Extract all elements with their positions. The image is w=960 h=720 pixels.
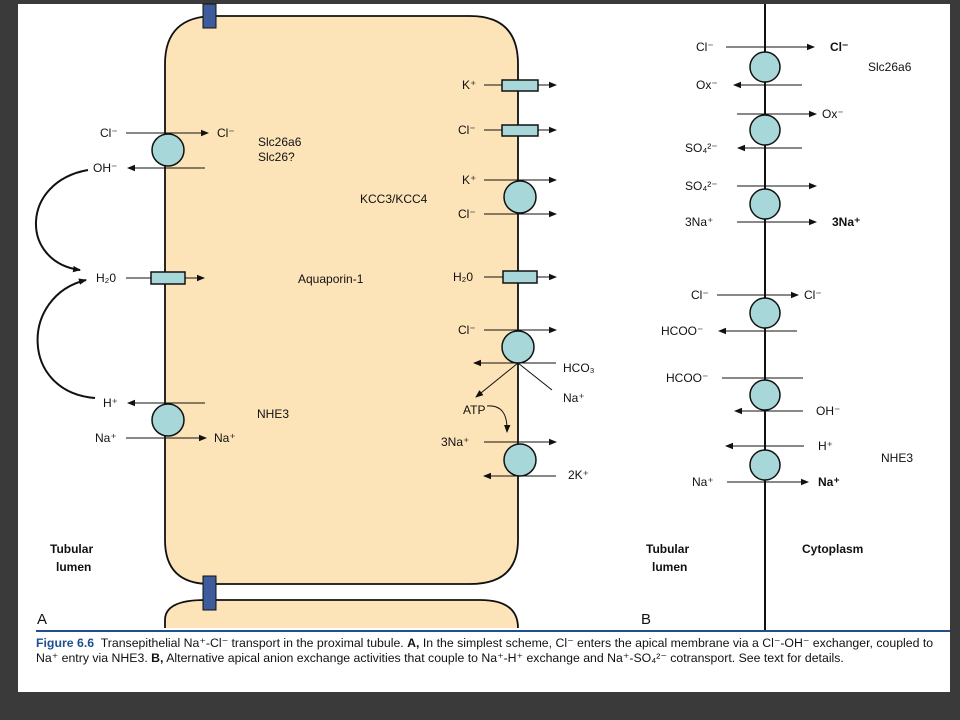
na-so4-cotransporter — [749, 188, 781, 220]
ox-so4-exchanger — [749, 114, 781, 146]
label-cl-channel: Cl⁻ — [458, 123, 476, 137]
label-b-so4-1: SO₄²⁻ — [685, 141, 718, 155]
label-tubular-b: Tubular — [646, 542, 689, 556]
formate-oh-exchanger — [749, 379, 781, 411]
label-slc26a6: Slc26a6 — [258, 135, 302, 149]
apical-exchanger-slc26a6 — [151, 133, 185, 167]
label-h: H⁺ — [103, 396, 118, 410]
label-cl-exchanger: Cl⁻ — [458, 323, 476, 337]
label-k-channel: K⁺ — [462, 78, 476, 92]
figure-caption: Figure 6.6 Transepithelial Na⁺-Cl⁻ trans… — [36, 636, 948, 666]
panel-letter-b: B — [641, 611, 651, 628]
label-b-na-out: Na⁺ — [818, 475, 840, 489]
label-atp: ATP — [463, 403, 485, 417]
label-h2o-basolateral: H₂0 — [453, 270, 473, 284]
label-nhe3: NHE3 — [257, 407, 289, 421]
kcc-cotransporter — [503, 180, 537, 214]
aquaporin-apical — [150, 271, 186, 285]
label-b-ox2: Ox⁻ — [822, 107, 844, 121]
label-b-hcoo1: HCOO⁻ — [661, 324, 703, 338]
label-b-ox1: Ox⁻ — [696, 78, 718, 92]
panel-a: Cl⁻ Cl⁻ OH⁻ Slc26a6 Slc26? H₂0 Aquaporin… — [35, 3, 595, 629]
label-slc26: Slc26? — [258, 150, 295, 164]
label-na-exchanger: Na⁺ — [563, 391, 585, 405]
label-oh: OH⁻ — [93, 161, 117, 175]
tight-junction-top — [202, 3, 217, 29]
caption-text-3: Alternative apical anion exchange activi… — [166, 651, 844, 665]
caption-figure-label: Figure 6.6 — [36, 636, 95, 650]
label-aquaporin: Aquaporin-1 — [298, 272, 364, 286]
label-b-cl1: Cl⁻ — [696, 40, 714, 54]
label-3na: 3Na⁺ — [441, 435, 469, 449]
cl-channel — [501, 124, 539, 137]
label-b-3na-in: 3Na⁺ — [685, 215, 713, 229]
label-cl-cell: Cl⁻ — [217, 126, 235, 140]
label-tubular-a: Tubular — [50, 542, 93, 556]
label-cl-lumen: Cl⁻ — [100, 126, 118, 140]
label-b-cl1-out: Cl⁻ — [830, 40, 848, 54]
panel-letter-a: A — [37, 611, 47, 628]
label-b-cl2-out: Cl⁻ — [804, 288, 822, 302]
label-na-lumen: Na⁺ — [95, 431, 117, 445]
label-cl-kcc: Cl⁻ — [458, 207, 476, 221]
slc26a6-cl-ox — [749, 51, 781, 83]
caption-a-label: A, — [407, 636, 420, 650]
k-channel — [501, 79, 539, 92]
label-kcc: KCC3/KCC4 — [360, 192, 428, 206]
label-b-oh: OH⁻ — [816, 404, 840, 418]
caption-b-label: B, — [151, 651, 164, 665]
adjacent-cell — [164, 599, 519, 629]
label-lumen-a: lumen — [56, 560, 91, 574]
cl-hco3-exchanger — [501, 330, 535, 364]
nhe3-exchanger — [151, 403, 185, 437]
aquaporin-basolateral — [502, 270, 538, 284]
label-b-na-in: Na⁺ — [692, 475, 714, 489]
caption-text-1: Transepithelial Na⁺-Cl⁻ transport in the… — [100, 636, 404, 650]
label-b-so4-2: SO₄²⁻ — [685, 179, 718, 193]
label-b-h: H⁺ — [818, 439, 833, 453]
nhe3-b — [749, 449, 781, 481]
panel-b: Cl⁻ Cl⁻ Ox⁻ Slc26a6 Ox⁻ SO₄²⁻ SO₄²⁻ 3Na⁺… — [641, 4, 913, 630]
label-b-cl2: Cl⁻ — [691, 288, 709, 302]
na-k-atpase — [503, 443, 537, 477]
label-b-slc26a6: Slc26a6 — [868, 60, 912, 74]
label-h2o-apical: H₂0 — [96, 271, 116, 285]
label-k-kcc: K⁺ — [462, 173, 476, 187]
caption-text-2: In the simplest scheme, Cl⁻ enters the a… — [36, 636, 934, 665]
label-lumen-b: lumen — [652, 560, 687, 574]
label-2k: 2K⁺ — [568, 468, 589, 482]
caption-separator — [36, 630, 950, 632]
label-cytoplasm: Cytoplasm — [802, 542, 863, 556]
label-b-3na-out: 3Na⁺ — [832, 215, 860, 229]
cl-formate-exchanger — [749, 297, 781, 329]
tight-junction-bottom — [202, 575, 217, 611]
epithelial-cell — [164, 15, 519, 585]
label-na-cell: Na⁺ — [214, 431, 236, 445]
label-b-hcoo2: HCOO⁻ — [666, 371, 708, 385]
label-hco3: HCO₃ — [563, 361, 595, 375]
label-b-nhe3: NHE3 — [881, 451, 913, 465]
